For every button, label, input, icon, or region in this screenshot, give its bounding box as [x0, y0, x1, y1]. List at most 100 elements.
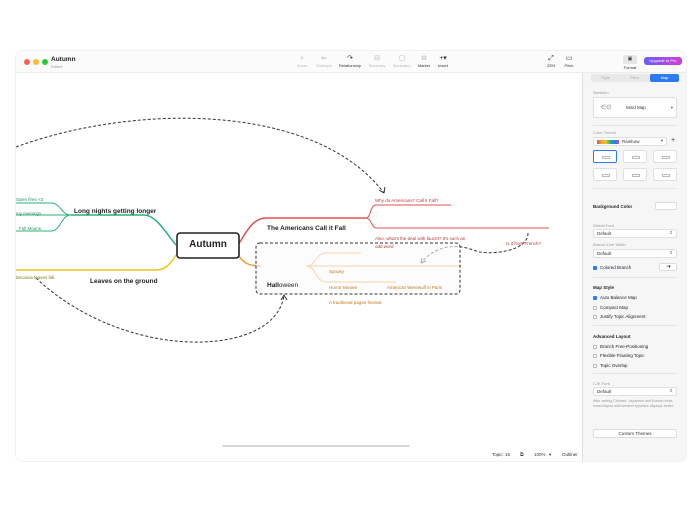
subtopic-pagan-festival[interactable]: A traditional pagan festival [329, 300, 382, 305]
horizontal-scrollbar[interactable] [222, 445, 410, 447]
theme-thumb[interactable] [623, 150, 647, 163]
color-theme-value: Rainbow [622, 139, 640, 144]
halloween-part2: oween [278, 282, 299, 289]
theme-thumb[interactable] [593, 168, 617, 181]
boundary-icon: ▢ [398, 55, 406, 62]
cjk-font-select[interactable]: Default ⇕ [593, 387, 677, 396]
subtopic-why-americans[interactable]: Why do Americans? Call it Fall? [375, 198, 439, 203]
subtopic-leaves-fall[interactable]: because leaves fall. [16, 275, 56, 280]
rainbow-swatch [597, 140, 619, 144]
theme-thumb[interactable] [593, 150, 617, 163]
star-icon: ☆ [420, 55, 428, 62]
color-wheel-select[interactable]: ◔▾ [659, 263, 677, 271]
subtopic-horror-movies[interactable]: Horror Movies [329, 285, 358, 290]
halloween-part1: Hall [267, 282, 279, 289]
tab-style[interactable]: Style [601, 75, 610, 80]
central-topic[interactable] [176, 232, 240, 259]
theme-thumb[interactable] [623, 168, 647, 181]
upgrade-button[interactable]: Upgrade to Pro [644, 57, 682, 65]
marker-button[interactable]: ☆Marker [409, 54, 439, 71]
zoom-window-button[interactable] [42, 59, 48, 65]
flexible-floating-checkbox[interactable]: Flexible Floating Topic [593, 353, 644, 358]
colored-branch-checkbox[interactable]: Colored Branch [593, 265, 631, 270]
mindmap-svg [16, 117, 549, 343]
relationship-line[interactable] [35, 277, 285, 343]
global-font-select[interactable]: Default ⇕ [593, 229, 677, 238]
branch-halloween[interactable]: Halloween [267, 282, 298, 289]
zen-icon: ⤢ [548, 55, 554, 62]
central-topic-label[interactable]: Autumn [189, 239, 227, 250]
subtopic-spooky[interactable]: Spooky [329, 269, 345, 274]
background-color-swatch[interactable] [655, 202, 677, 210]
subtopic-button[interactable]: ⇐Subtopic [309, 54, 339, 71]
pitch-icon: ▭ [565, 55, 573, 62]
subtopic-faucet-line1: Also, what's the deal with faucet? It's … [375, 236, 466, 241]
tab-map[interactable]: Map [650, 74, 679, 82]
color-theme-label: Color Theme [593, 130, 617, 135]
global-font-value: Default [597, 231, 612, 236]
divider [593, 188, 677, 189]
chevron-updown-icon: ⇕ [669, 250, 673, 255]
plus-icon: +▾ [439, 55, 447, 62]
cjk-font-value: Default [597, 389, 612, 394]
branch-line-select[interactable]: Default ⇕ [593, 249, 677, 258]
app-window: Autumn Edited ⌕Zoom ⇐Subtopic ↷Relations… [16, 51, 686, 461]
theme-thumb[interactable] [653, 150, 677, 163]
topic-overlap-checkbox[interactable]: Topic Overlap [593, 363, 628, 368]
branch-free-checkbox[interactable]: Branch Free-Positioning [593, 344, 648, 349]
divider [593, 277, 677, 278]
skeleton-select[interactable]: ⋲⋳ Mind Map ▾ [593, 97, 677, 118]
subtopic-open-fires[interactable]: Open fires <3 [16, 197, 44, 202]
format-icon: ▣ [627, 56, 633, 62]
close-window-button[interactable] [24, 59, 30, 65]
branch-long-nights[interactable]: Long nights getting longer [74, 208, 157, 215]
relationship-line[interactable] [16, 117, 385, 194]
advanced-layout-label: Advanced Layout [593, 334, 631, 339]
custom-themes-button[interactable]: Custom Themes [593, 429, 677, 438]
zoom-level[interactable]: 100% [534, 452, 546, 457]
cjk-font-label: CJK Font [593, 381, 610, 386]
compact-map-checkbox[interactable]: Compact Map [593, 305, 628, 310]
add-theme-icon[interactable]: + [671, 137, 676, 144]
outliner-button[interactable]: Outliner [562, 452, 578, 457]
status-bar: Topic: 16 ⧉ 100% ▾ Outliner [16, 448, 582, 461]
insert-button[interactable]: +▾Insert [428, 54, 458, 71]
branch-americans[interactable]: The Americans Call it Fall [267, 225, 346, 232]
subtopic-icon: ⇐ [321, 55, 327, 62]
document-status: Edited [51, 64, 63, 69]
color-theme-select[interactable]: Rainbow ▾ [593, 137, 667, 146]
zoom-button[interactable]: ⌕Zoom [287, 54, 317, 71]
auto-balance-checkbox[interactable]: Auto Balance Map [593, 295, 637, 300]
skeleton-value: Mind Map [626, 105, 646, 110]
boundary-button[interactable]: ▢Boundary [387, 54, 417, 71]
chevron-down-icon: ▾ [660, 138, 663, 143]
tab-pitch[interactable]: Pitch [630, 75, 639, 80]
minimize-window-button[interactable] [33, 59, 39, 65]
floating-topic-french[interactable]: Is it from French? [506, 241, 542, 246]
divider [593, 373, 677, 374]
subtopic-full-moons[interactable]: Full Moons [19, 226, 42, 231]
subtopic-american-werewolf[interactable]: American Werewolf in Paris [387, 285, 443, 290]
global-font-label: Global Font [593, 223, 614, 228]
chevron-down-icon[interactable]: ▾ [549, 452, 552, 457]
zen-button[interactable]: ⤢ZEN [536, 54, 566, 71]
subtopic-faucet[interactable]: Also, what's the deal with faucet? It's … [375, 235, 465, 251]
subtopic-my-evenings[interactable]: my evenings [16, 211, 42, 216]
boundary[interactable] [255, 242, 461, 295]
branch-line-value: Default [597, 251, 612, 256]
relationship-icon: ↷ [347, 55, 353, 62]
background-color-label: Background Color [593, 204, 633, 209]
theme-thumb[interactable] [653, 168, 677, 181]
cjk-font-note: After setting Chinese, Japanese and Kore… [593, 399, 674, 408]
panel-tabs: Style Pitch Map [591, 74, 679, 82]
pitch-button[interactable]: ▭Pitch [554, 54, 584, 71]
justify-checkbox[interactable]: Justify Topic Alignment [593, 314, 645, 319]
mindmap-canvas[interactable]: Autumn Long nights getting longer Open f… [16, 73, 582, 448]
branch-leaves[interactable]: Leaves on the ground [90, 278, 158, 285]
relationship-button[interactable]: ↷Relationship [335, 54, 365, 71]
skeleton-preview-icon: ⋲⋳ [600, 105, 612, 111]
map-icon[interactable]: ⧉ [520, 452, 524, 458]
format-panel-toggle[interactable]: ▣ [623, 55, 637, 64]
summary-button[interactable]: ⊟Summary [362, 54, 392, 71]
summary-icon: ⊟ [374, 55, 380, 62]
